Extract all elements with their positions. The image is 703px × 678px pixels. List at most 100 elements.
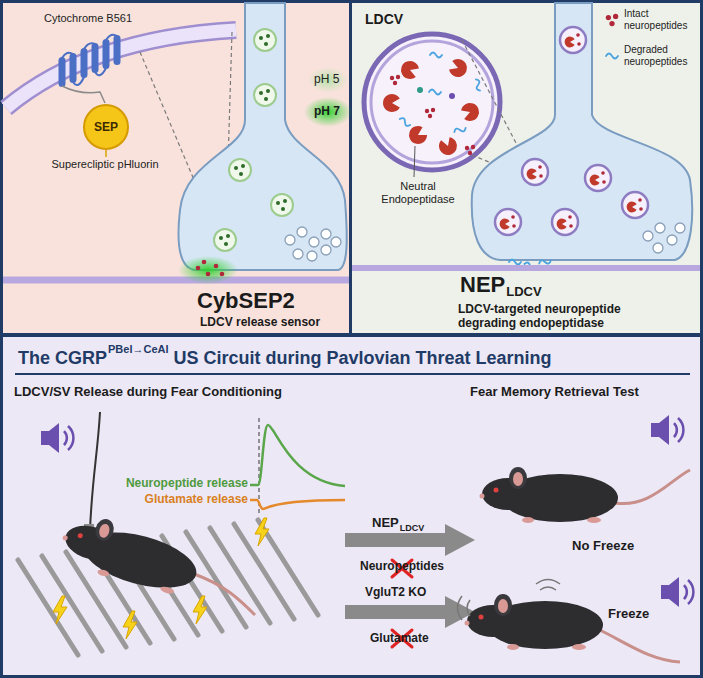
ph-label: pH 5: [314, 72, 339, 86]
ldcv-vesicles: [552, 209, 578, 235]
ldcv-vesicles: [560, 27, 586, 53]
synaptic-vesicles: [321, 245, 331, 255]
shake-lines: [536, 580, 560, 585]
degraded-release: [539, 258, 552, 266]
zoom-lines: [462, 40, 526, 162]
heading-subscript: LDCV: [506, 284, 541, 300]
ldcv-zoom: [449, 93, 455, 99]
outcome-label: No Freeze: [572, 538, 634, 554]
shock-bolts: [53, 596, 67, 624]
shock-bolts: [123, 611, 137, 639]
ldcv-zoom: [371, 41, 493, 163]
legend-icons: [606, 14, 618, 26]
synaptic-vesicles: [321, 229, 331, 239]
synaptic-vesicles: [675, 223, 685, 233]
ldcv-vesicles: [214, 29, 293, 251]
title-superscript: PBel→CeAl: [108, 343, 169, 356]
leader-line: [105, 150, 107, 157]
optic-fiber: [90, 412, 100, 530]
panel-heading: NEP: [460, 272, 505, 298]
ldcv-vesicles: [271, 194, 293, 216]
ldcv-vesicles: [229, 159, 251, 181]
mouse: [480, 467, 619, 523]
synaptic-vesicles: [643, 223, 685, 253]
legend-text: Intact neuropeptides: [624, 8, 698, 32]
mouse: [56, 509, 204, 599]
degraded-release: [509, 260, 521, 265]
ldcv-zoom: [364, 34, 500, 170]
panel-heading: CybSEP2: [197, 288, 295, 314]
release-glow: [178, 256, 238, 284]
ph-label: pH 7: [314, 104, 340, 118]
legend-icons: [606, 54, 618, 59]
shake-lines: [458, 580, 561, 621]
speaker-icon: [651, 415, 683, 445]
ldcv-zoom: [454, 126, 467, 135]
shake-lines: [467, 600, 470, 616]
synaptic-vesicles: [653, 243, 663, 253]
ldcv-zoom: [425, 108, 435, 118]
mouse-tail: [194, 574, 255, 615]
circle-label: SEP: [94, 120, 118, 134]
cytochrome-protein: [114, 35, 121, 65]
arrow-label: Glutamate: [370, 631, 429, 645]
shock-bolts: [255, 518, 269, 546]
synaptic-vesicles: [307, 251, 317, 261]
protein-label: Superecliptic pHluorin: [50, 158, 160, 171]
ldcv-vesicles: [585, 165, 611, 191]
release-glow: [220, 272, 225, 277]
mouse-tail: [600, 630, 680, 662]
membrane: [6, 30, 236, 108]
ldcv-zoom: [448, 57, 470, 80]
speaker-icon: [661, 577, 693, 607]
cytochrome-protein: [70, 53, 77, 83]
shake-lines: [458, 596, 463, 620]
outcome-arrows: [345, 524, 475, 556]
shock-grid: [258, 520, 318, 615]
ldcv-zoom: [406, 123, 430, 147]
ldcv-zoom: [399, 117, 412, 127]
panel-title: The CGRP: [18, 347, 107, 369]
shock-bolts: [193, 596, 207, 624]
legend-text: Degraded neuropeptides: [624, 44, 698, 68]
shock-grid: [42, 556, 102, 651]
ph-glow: [304, 97, 352, 127]
vesicle-label: LDCV: [365, 11, 403, 28]
release-glow: [196, 266, 201, 271]
trace-label: Glutamate release: [96, 492, 248, 506]
ldcv-zoom: [437, 136, 460, 158]
mouse: [465, 594, 604, 650]
ldcv-vesicles: [495, 209, 521, 235]
ldcv-zoom: [429, 90, 441, 95]
section-heading: Fear Memory Retrieval Test: [470, 384, 639, 400]
synaptic-vesicles: [293, 249, 303, 259]
speaker-icon: [41, 423, 73, 453]
axon-terminal: [472, 3, 692, 260]
sep-circle: SEP: [83, 104, 129, 150]
release-glow: [214, 264, 219, 269]
axon-terminal: [179, 3, 347, 270]
cytochrome-protein: [62, 35, 117, 85]
release-traces: [250, 425, 345, 486]
label-subscript: LDCV: [400, 523, 425, 534]
panel-title: US Circuit during Pavlovian Threat Learn…: [174, 347, 552, 369]
ldcv-zoom: [460, 100, 482, 123]
mouse-tail: [615, 470, 690, 504]
protein-label: Cytochrome B561: [44, 12, 132, 25]
ldcv-zoom: [364, 34, 500, 170]
ph-glow: [308, 67, 348, 93]
release-glow: [178, 256, 238, 284]
ldcv-zoom: [398, 58, 420, 81]
ph-glow: [304, 67, 352, 127]
synaptic-vesicles: [309, 237, 319, 247]
postsynaptic-membrane: [3, 277, 349, 284]
ldcv-vesicles: [254, 29, 276, 51]
synaptic-vesicles: [285, 235, 295, 245]
synaptic-vesicles: [643, 231, 653, 241]
arrow-label: NEP: [372, 515, 399, 531]
synaptic-vesicles: [297, 227, 307, 237]
ldcv-zoom: [417, 87, 423, 93]
cytochrome-protein: [59, 35, 121, 103]
